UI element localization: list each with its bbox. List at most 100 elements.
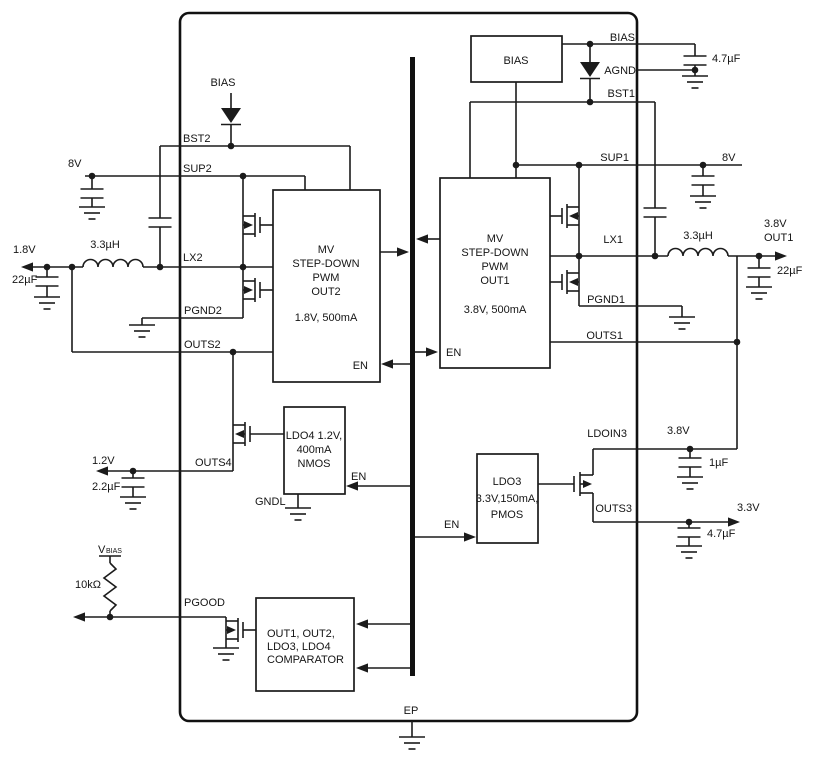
pin-label-pgood: PGOOD bbox=[184, 597, 225, 609]
pin-ep bbox=[398, 721, 426, 750]
block-out1: MV STEP-DOWN PWM OUT1 3.8V, 500mA EN bbox=[439, 177, 551, 369]
ldo3-voltage-label: 3.3V bbox=[737, 502, 760, 514]
pin-label-agnd: AGND bbox=[604, 65, 636, 77]
out2-lowside-nmos-icon bbox=[242, 267, 273, 318]
ldo3-block-line: PMOS bbox=[491, 509, 523, 521]
out2-block-line: OUT2 bbox=[311, 286, 340, 298]
ground-icon bbox=[668, 316, 696, 330]
vbias-sub-label: BIAS bbox=[106, 548, 122, 555]
comparator-line: COMPARATOR bbox=[267, 654, 344, 666]
arrow-left-icon bbox=[381, 359, 393, 369]
bias-capacitor-icon bbox=[682, 55, 708, 66]
ldo3-en-label: EN bbox=[444, 519, 459, 531]
block-ldo3: LDO3 3.3V,150mA, PMOS EN bbox=[415, 453, 539, 544]
net-outs3 bbox=[593, 517, 740, 559]
pin-label-sup2: SUP2 bbox=[183, 163, 212, 175]
pin-label-bst2: BST2 bbox=[183, 133, 211, 145]
out1-bus-arrows bbox=[415, 234, 440, 357]
pin-label-ep: EP bbox=[404, 705, 419, 717]
out2-block-line: PWM bbox=[313, 272, 340, 284]
out2-block-line: STEP-DOWN bbox=[292, 258, 359, 270]
comparator-line: OUT1, OUT2, bbox=[267, 628, 335, 640]
outs3-capacitor-icon bbox=[676, 527, 702, 538]
bias-diode-right-icon bbox=[580, 44, 600, 102]
pin-label-lx1: LX1 bbox=[603, 234, 623, 246]
pgood-nmos-icon bbox=[212, 617, 256, 661]
pin-label-pgnd2: PGND2 bbox=[184, 305, 222, 317]
out2-voltage-label: 1.8V bbox=[13, 244, 36, 256]
ground-icon bbox=[33, 296, 61, 310]
ground-icon bbox=[681, 75, 709, 89]
ground-icon bbox=[119, 496, 147, 510]
sup1-bypass-capacitor-icon bbox=[690, 175, 716, 186]
inductor1-icon bbox=[667, 247, 729, 257]
ldo4-out-capacitor-icon bbox=[120, 477, 146, 488]
junction-dot bbox=[586, 98, 594, 106]
junction-dot bbox=[733, 338, 741, 346]
out2-highside-nmos-icon bbox=[242, 176, 273, 267]
bootstrap-capacitor2-icon bbox=[147, 217, 173, 228]
net-sup1 bbox=[512, 161, 742, 209]
arrow-right-icon bbox=[426, 347, 438, 357]
comparator-line: LDO3, LDO4 bbox=[267, 641, 331, 653]
arrow-left-icon bbox=[416, 234, 428, 244]
net-lx2 bbox=[21, 258, 273, 310]
junction-dot bbox=[512, 161, 520, 169]
net-ldoin3 bbox=[592, 445, 737, 490]
ldo4-gndl-label: GNDL bbox=[255, 496, 286, 508]
ldo3-block-line: LDO3 bbox=[493, 476, 522, 488]
output-arrow-right-icon bbox=[728, 517, 740, 527]
bias-net-label: BIAS bbox=[210, 77, 235, 89]
net-pgnd1 bbox=[579, 305, 696, 330]
arrow-left-icon bbox=[356, 619, 368, 629]
bias-diode-left-icon bbox=[221, 93, 241, 146]
ldo4-block-line: NMOS bbox=[298, 458, 331, 470]
junction-dot bbox=[651, 252, 659, 260]
net-lx1 bbox=[550, 247, 787, 449]
output-arrow-left-icon bbox=[96, 466, 108, 476]
net-outs1 bbox=[550, 338, 741, 346]
junction-dot bbox=[575, 252, 583, 260]
ldoin3-cap-label: 1µF bbox=[709, 457, 728, 469]
out1-block-rating: 3.8V, 500mA bbox=[464, 304, 527, 316]
ground-icon bbox=[128, 324, 156, 338]
out1-voltage-label: 3.8V bbox=[764, 218, 787, 230]
pin-label-lx2: LX2 bbox=[183, 252, 203, 264]
pin-label-ldoin3: LDOIN3 bbox=[587, 428, 627, 440]
output-arrow-left-icon bbox=[73, 612, 85, 622]
pullup-resistor-icon bbox=[102, 562, 118, 612]
bias-cap-label: 4.7µF bbox=[712, 53, 741, 65]
pullup-value-label: 10kΩ bbox=[75, 579, 101, 591]
pin-label-outs2: OUTS2 bbox=[184, 339, 221, 351]
ic-boundary bbox=[178, 11, 639, 723]
ground-icon bbox=[689, 195, 717, 209]
net-outs2 bbox=[71, 267, 273, 356]
block-comparator: OUT1, OUT2, LDO3, LDO4 COMPARATOR bbox=[255, 597, 410, 692]
bootstrap-capacitor1-icon bbox=[642, 207, 668, 218]
out2-block-rating: 1.8V, 500mA bbox=[295, 312, 358, 324]
ldo3-pass-pmos-icon bbox=[538, 472, 594, 522]
ldo4-block-line: LDO4 1.2V, bbox=[286, 430, 342, 442]
pin-label-outs3: OUTS3 bbox=[595, 503, 632, 515]
out2-capacitor-icon bbox=[34, 276, 60, 287]
ground-icon bbox=[398, 736, 426, 750]
block-ldo4: LDO4 1.2V, 400mA NMOS GNDL EN bbox=[255, 406, 410, 521]
out1-capacitor-icon bbox=[746, 267, 772, 278]
out1-en-label: EN bbox=[446, 347, 461, 359]
arrow-right-icon bbox=[397, 247, 409, 257]
inductor2-icon bbox=[82, 258, 144, 268]
ldoin3-capacitor-icon bbox=[677, 457, 703, 468]
out2-cap-label: 22µF bbox=[12, 274, 38, 286]
block-bias: BIAS bbox=[470, 35, 563, 178]
net-pgnd2 bbox=[128, 317, 243, 338]
out1-lowside-nmos-icon bbox=[550, 256, 580, 306]
net-bst2 bbox=[147, 142, 351, 267]
output-arrow-right-icon bbox=[775, 251, 787, 261]
pin-label-bst1: BST1 bbox=[607, 88, 635, 100]
inductor1-value-label: 3.3µH bbox=[683, 230, 713, 242]
out1-block-line: MV bbox=[487, 233, 504, 245]
out1-block-line: OUT1 bbox=[480, 275, 509, 287]
ground-icon bbox=[78, 206, 106, 220]
